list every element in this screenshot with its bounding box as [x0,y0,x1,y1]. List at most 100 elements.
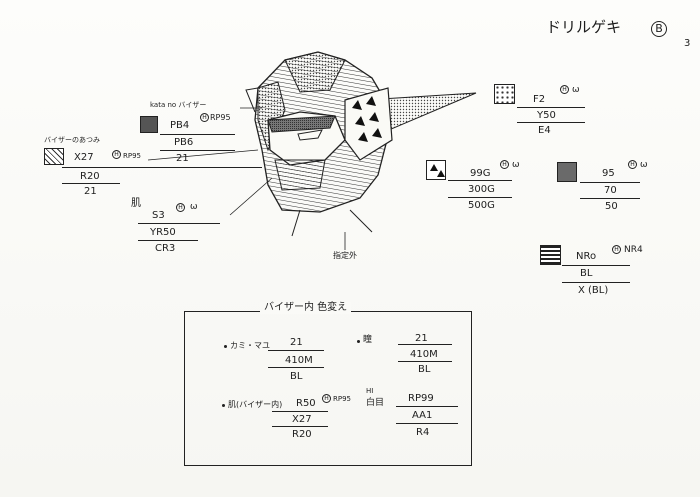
triangle-color-2: 300G [468,184,495,195]
hi-mark-icon: H [612,245,621,254]
inner-skin-label: 肌(バイザー内) [228,400,283,409]
visor-band [267,115,336,133]
white-eye-tag: HI [366,387,374,395]
gray-color-2: 70 [604,185,617,196]
visor-side-tag: RP95 [210,113,231,122]
bullet [357,340,360,343]
divider [580,182,640,183]
hi-mark-icon: H [628,160,637,169]
gray-color-1: 95 [602,168,615,179]
white-eye-color-2: AA1 [412,410,433,421]
stripe-tag: NR4 [624,245,643,255]
divider [398,344,452,345]
unspecified-note: 指定外 [333,251,357,260]
visor-edge-tag: RP95 [123,152,141,160]
divider [517,107,585,108]
hair-color-1: 21 [290,337,303,348]
visor-edge-color-3: 21 [84,186,97,197]
horn-color-3: E4 [538,125,551,136]
horn-left [245,87,259,113]
gray-swatch [557,162,577,182]
horn-color-1: F2 [533,94,546,105]
visor-side-color-1: PB4 [170,120,190,131]
divider [138,240,198,241]
triangle-color-3: 500G [468,200,495,211]
eye [297,129,323,141]
helmet-crest [284,51,346,93]
visor-side-swatch [140,116,158,133]
divider [272,411,328,412]
divider [160,150,235,151]
horn-tag: ω [572,85,580,95]
divider [396,423,458,424]
hi-mark-icon: H [500,160,509,169]
divider [448,197,512,198]
page-number: 3 [684,38,691,49]
triangle-icon [437,170,445,177]
bullet [222,404,225,407]
divider [517,122,585,123]
skin-color-1: S3 [152,210,165,221]
skin-tag: ω [190,202,198,212]
leader-visor-edge [147,149,259,161]
divider [268,350,324,351]
divider [396,406,458,407]
stripe-color-3: X (BL) [578,285,609,296]
leader-skin [229,177,273,216]
eye-color-1: 21 [415,333,428,344]
visor-edge-color-2: R20 [80,171,100,182]
hi-mark-icon: H [200,113,209,122]
version-badge: B [651,21,667,37]
visor-edge-label: バイザーのあつみ [44,136,100,144]
hair-label: カミ・マユ [230,341,270,350]
visor-edge-swatch [44,148,64,165]
divider [62,167,262,168]
hi-mark-icon: H [112,150,121,159]
inner-skin-color-2: X27 [292,414,312,425]
stripe-swatch [540,245,561,265]
stripe-color-1: NRo [576,251,597,262]
visor-side-color-2: PB6 [174,137,194,148]
horn-swatch [494,84,515,104]
triangle-color-1: 99G [470,168,491,179]
divider [580,198,640,199]
skin-color-2: YR50 [150,227,176,238]
eye-color-3: BL [418,364,431,375]
skin-label: 肌 [131,198,141,209]
white-eye-label: 白目 [366,398,385,408]
visor-side-label: kata no バイザー [150,101,207,109]
divider [398,361,452,362]
triangle-tag: ω [512,160,520,170]
triangle-swatch [426,160,446,180]
triangle-icon [430,164,438,171]
divider [138,223,220,224]
hair-color-2: 410M [285,355,313,366]
divider [62,183,120,184]
mouthguard [274,159,326,191]
hi-mark-icon: H [176,203,185,212]
stripe-color-2: BL [580,268,593,279]
inner-box-title: バイザー内 色変え [260,302,352,314]
gray-tag: ω [640,160,648,170]
white-eye-color-1: RP99 [408,393,434,404]
horn-color-2: Y50 [537,110,556,121]
ear-triangles [352,96,382,142]
white-eye-color-3: R4 [416,427,430,438]
neck-lines [291,209,373,237]
divider [272,426,328,427]
visor-edge-color-1: X27 [74,152,94,163]
divider [562,265,630,266]
bullet [224,345,227,348]
inner-skin-color-3: R20 [292,429,312,440]
divider [448,180,512,181]
inner-skin-color-1: R50 [296,398,316,409]
inner-visor-color-box [184,311,472,466]
divider [268,367,324,368]
visor-side-color-3: 21 [176,153,189,164]
hair-color-3: BL [290,371,303,382]
eye-label: 瞳 [363,335,373,345]
hi-mark-icon: H [322,394,331,403]
sheet-title: ドリルゲキ [546,18,622,36]
